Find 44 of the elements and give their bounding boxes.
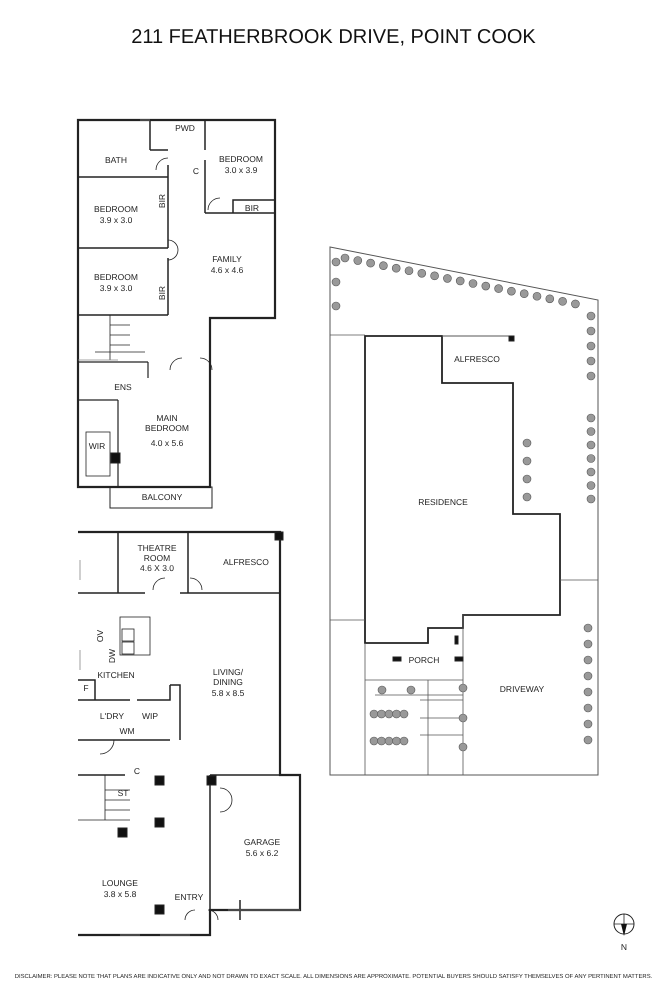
dimension-label: 4.6 X 3.0 (138, 563, 176, 573)
fixture-label: DW (107, 648, 117, 664)
dimension-label: 3.0 x 3.9 (224, 165, 258, 175)
area-label: DRIVEWAY (498, 684, 546, 694)
dimension-label: 5.6 x 6.2 (244, 848, 280, 858)
room-label: BEDROOM (93, 204, 139, 214)
room-label: THEATRE ROOM (136, 543, 178, 563)
room-label: BEDROOM (93, 272, 139, 282)
area-label: PORCH (408, 655, 440, 665)
fixture-label: ST (116, 788, 130, 798)
fixture-label: F (82, 683, 90, 693)
room-label: ENS (113, 382, 133, 392)
room-label: BALCONY (140, 492, 184, 502)
room-label: MAIN BEDROOM (145, 413, 189, 433)
dimension-label: 5.8 x 8.5 (210, 688, 246, 698)
dimension-label: 3.9 x 3.0 (98, 283, 134, 293)
room-label: FAMILY (211, 254, 243, 264)
room-label: GARAGE (242, 837, 282, 847)
area-label: ALFRESCO (453, 354, 501, 364)
room-label: LOUNGE (101, 878, 139, 888)
room-label: BATH (104, 155, 128, 165)
fixture-label: WM (118, 726, 136, 736)
room-label: BEDROOM (218, 154, 264, 164)
dimension-label: 3.8 x 5.8 (102, 889, 138, 899)
room-label: KITCHEN (96, 670, 136, 680)
room-label: LIVING/ DINING (212, 667, 244, 687)
fixture-label: BIR (244, 203, 260, 213)
compass-north-label: N (620, 942, 628, 952)
room-label: ENTRY (174, 892, 204, 902)
dimension-label: 3.9 x 3.0 (98, 215, 134, 225)
fixture-label: BIR (157, 284, 167, 302)
address-title: 211 FEATHERBROOK DRIVE, POINT COOK (130, 26, 537, 49)
room-label: WIP (140, 711, 160, 721)
room-label: ALFRESCO (222, 557, 270, 567)
room-label: L'DRY (98, 711, 126, 721)
dimension-label: 4.0 x 5.6 (150, 438, 184, 448)
dimension-label: 4.6 x 4.6 (210, 265, 244, 275)
fixture-label: C (132, 766, 142, 776)
fixture-label: OV (95, 628, 105, 644)
fixture-label: C (192, 166, 200, 176)
room-label: WIR (88, 441, 106, 451)
room-label: PWD (174, 123, 196, 133)
area-label: RESIDENCE (417, 497, 469, 507)
fixture-label: BIR (157, 192, 167, 210)
